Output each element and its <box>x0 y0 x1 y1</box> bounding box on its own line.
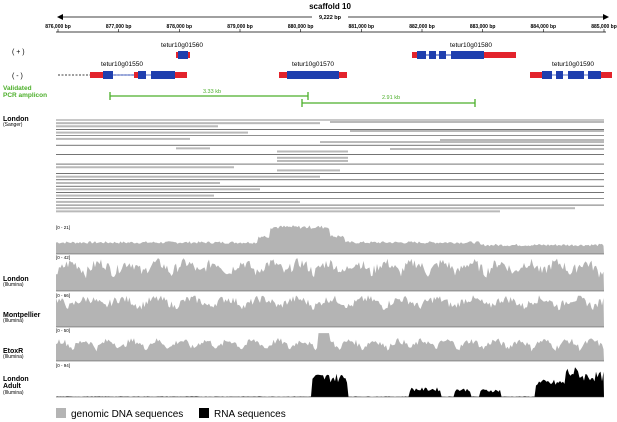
sanger-read <box>56 131 248 134</box>
sanger-read <box>330 121 604 123</box>
sanger-read <box>56 207 575 210</box>
sanger-read <box>56 125 218 128</box>
legend: genomic DNA sequences RNA sequences <box>56 408 286 420</box>
gene-label: tetur10g01570 <box>292 61 334 68</box>
axis-tick-label: 880,000 bp <box>288 24 314 30</box>
axis-tick-label: 877,000 bp <box>106 24 132 30</box>
genomic-axis: 876,000 bp 877,000 bp 878,000 bp 879,000 bp… <box>45 24 617 33</box>
gene-tetur10g01560: tetur10g01560 <box>161 42 203 59</box>
track-label-london-adult: London Adult (Illumina) <box>3 376 29 396</box>
sanger-read <box>440 139 604 141</box>
gene-tetur10g01580: tetur10g01580 <box>412 42 516 59</box>
sanger-reads <box>56 119 604 213</box>
scaffold-title: scaffold 10 <box>309 2 351 11</box>
gene-label: tetur10g01550 <box>101 61 143 68</box>
axis-tick-label: 876,000 bp <box>45 24 71 30</box>
exon-block <box>439 51 446 59</box>
sanger-read <box>320 141 604 144</box>
axis-tick-label: 878,000 bp <box>167 24 193 30</box>
track-range: [0 - 94] <box>56 363 70 368</box>
sanger-read <box>56 166 234 169</box>
pcr-amplicon-1: 3.33 kb <box>109 89 309 100</box>
span-arrow <box>57 13 609 21</box>
exon-block <box>151 71 175 79</box>
amplicon-size: 3.33 kb <box>203 89 221 95</box>
sanger-read <box>277 150 348 153</box>
axis-tick-label: 883,000 bp <box>470 24 496 30</box>
axis-tick-label: 881,000 bp <box>349 24 375 30</box>
utr-block <box>530 72 542 78</box>
pcr-amplicon-label: Validated PCR amplicon <box>3 85 48 99</box>
sanger-read <box>56 188 260 191</box>
gene-label: tetur10g01560 <box>161 42 203 49</box>
sanger-read <box>56 182 220 184</box>
utr-block <box>339 72 347 78</box>
gene-tetur10g01590: tetur10g01590 <box>530 61 612 79</box>
exon-block <box>588 71 601 79</box>
track-range: [0 - 42] <box>56 255 70 260</box>
sanger-read <box>56 175 320 178</box>
rna-swatch <box>199 408 209 418</box>
axis-tick-label: 884,000 bp <box>531 24 557 30</box>
sanger-read <box>277 159 348 162</box>
span-length: 9,222 bp <box>319 15 342 21</box>
exon-block <box>417 51 426 59</box>
utr-block <box>279 72 287 78</box>
sanger-read <box>56 122 320 125</box>
exon-block <box>556 71 563 79</box>
legend-dna: genomic DNA sequences <box>71 409 183 420</box>
exon-block <box>138 71 146 79</box>
track-label-london-illumina: London (Illumina) <box>3 276 29 289</box>
coverage-area <box>56 295 604 327</box>
track-label-london-sanger: London (Sanger) <box>3 116 29 129</box>
legend-rna: RNA sequences <box>214 409 286 420</box>
sanger-read <box>56 200 300 203</box>
sanger-read <box>56 137 190 140</box>
axis-tick-label: 882,000 bp <box>409 24 435 30</box>
coverage-tracks <box>56 225 604 398</box>
strand-plus-label: ( + ) <box>12 49 25 56</box>
exon-block <box>103 71 113 79</box>
utr-block <box>90 72 103 78</box>
coverage-area <box>56 225 604 254</box>
sanger-read <box>277 169 340 172</box>
utr-block <box>484 52 516 58</box>
track-label-montpellier: Montpellier (Illumina) <box>3 312 41 325</box>
exon-block <box>568 71 584 79</box>
gene-tetur10g01550: tetur10g01550 <box>58 61 187 79</box>
dna-swatch <box>56 408 66 418</box>
track-range: [0 - 21] <box>56 225 70 230</box>
sanger-read <box>56 194 214 197</box>
coverage-area <box>56 258 604 291</box>
gene-tetur10g01570: tetur10g01570 <box>279 61 347 79</box>
strand-minus-label: ( - ) <box>12 73 23 80</box>
axis-tick-label: 879,000 bp <box>227 24 253 30</box>
exon-block <box>542 71 552 79</box>
sanger-read <box>277 156 348 159</box>
utr-block <box>412 52 417 58</box>
axis-tick-label: 885,000 bp <box>591 24 617 30</box>
track-range: [0 - 66] <box>56 293 70 298</box>
exon-block <box>429 51 436 59</box>
amplicon-size: 2.91 kb <box>382 95 400 101</box>
pcr-amplicon-2: 2.91 kb <box>301 95 476 107</box>
utr-block <box>601 72 612 78</box>
track-range: [0 - 50] <box>56 328 70 333</box>
gene-label: tetur10g01580 <box>450 42 492 49</box>
exon-block <box>287 71 339 79</box>
utr-block <box>134 72 138 78</box>
exon-block <box>451 51 484 59</box>
sanger-read <box>350 130 604 132</box>
sanger-read <box>56 210 500 213</box>
track-label-etoxr: EtoxR (Illumina) <box>3 348 24 361</box>
coverage-area <box>56 333 604 361</box>
sanger-read <box>176 147 210 150</box>
rna-coverage-area <box>56 367 604 397</box>
exon-block <box>178 51 188 59</box>
gene-label: tetur10g01590 <box>552 61 594 68</box>
sanger-read <box>390 148 604 150</box>
utr-block <box>175 72 187 78</box>
